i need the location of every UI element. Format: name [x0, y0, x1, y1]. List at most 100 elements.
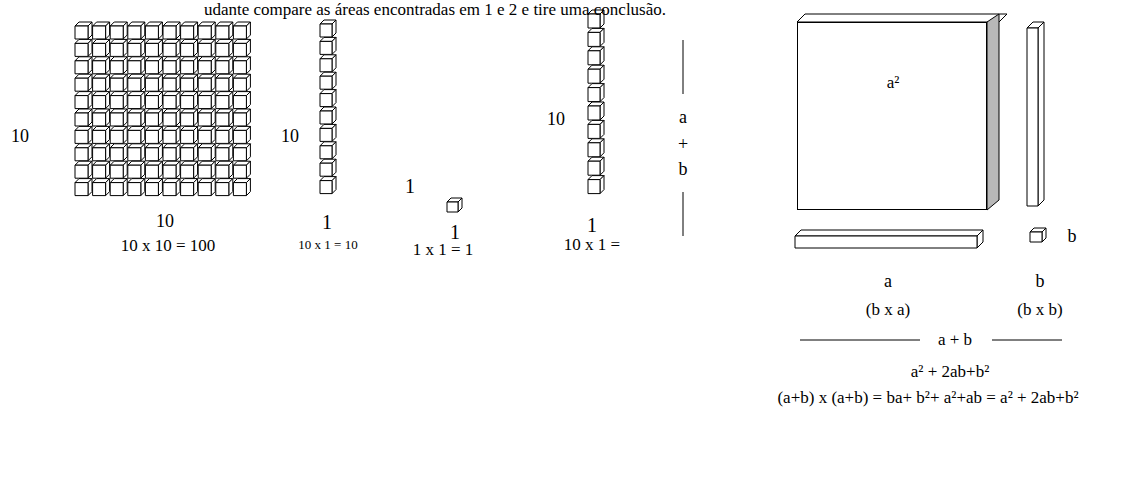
cube-side — [600, 47, 604, 65]
cube-side — [141, 179, 145, 196]
cube-front — [320, 59, 332, 72]
cube-side — [123, 126, 127, 143]
cube-side — [106, 57, 110, 74]
cube-front — [181, 130, 194, 143]
cube-side — [229, 74, 233, 91]
cube-front — [145, 43, 158, 56]
cube-front — [163, 43, 176, 56]
math-label: + — [678, 135, 688, 155]
cube-side — [211, 92, 215, 109]
cube-side — [123, 161, 127, 178]
cube-front — [233, 26, 246, 39]
cube-side — [158, 126, 162, 143]
cube-front — [198, 78, 211, 91]
cube-front — [181, 78, 194, 91]
cube-side — [176, 109, 180, 126]
cube-front — [233, 130, 246, 143]
cube-front — [233, 78, 246, 91]
cube-side — [211, 74, 215, 91]
cube-front — [145, 113, 158, 126]
cube-front — [163, 113, 176, 126]
cube-side — [88, 39, 92, 56]
cube-front — [128, 26, 141, 39]
span-line — [992, 340, 1062, 341]
cube-side — [123, 57, 127, 74]
cube-side — [106, 22, 110, 39]
cube-side — [176, 144, 180, 161]
cube-front — [110, 43, 123, 56]
cube-front — [216, 183, 229, 196]
cube-side — [211, 179, 215, 196]
cube-front — [795, 236, 977, 248]
cube-side — [332, 37, 336, 54]
cube-side — [332, 90, 336, 107]
math-label: 10 — [11, 127, 29, 147]
cube-side — [88, 126, 92, 143]
cube-front — [75, 78, 88, 91]
cube-side — [176, 161, 180, 178]
cube-front — [233, 96, 246, 109]
math-label: (b x b) — [1017, 301, 1062, 320]
cube-side — [106, 92, 110, 109]
span-line — [800, 340, 920, 341]
cube-side — [106, 144, 110, 161]
cube-front — [320, 111, 332, 124]
cube-side — [123, 22, 127, 39]
cube-front — [75, 148, 88, 161]
cube-side — [88, 179, 92, 196]
cube-front — [128, 43, 141, 56]
cube-front — [216, 61, 229, 74]
cube-side — [1038, 22, 1044, 206]
math-label: a — [679, 108, 687, 128]
cube-front — [93, 78, 106, 91]
cube-side — [229, 92, 233, 109]
cube-front — [181, 183, 194, 196]
math-label: 10 — [156, 212, 174, 232]
cube-side — [141, 22, 145, 39]
cube-front — [320, 76, 332, 89]
cube-side — [600, 139, 604, 157]
cube-front — [181, 96, 194, 109]
cube-side — [194, 161, 198, 178]
cube-front — [110, 113, 123, 126]
cube-side — [123, 74, 127, 91]
cube-side — [229, 179, 233, 196]
cube-front — [181, 148, 194, 161]
cube-side — [88, 57, 92, 74]
cube-side — [176, 126, 180, 143]
cube-side — [211, 22, 215, 39]
cube-front — [163, 78, 176, 91]
cube-front — [181, 113, 194, 126]
square-side-face — [987, 14, 999, 210]
cube-side — [229, 57, 233, 74]
cube-front — [110, 61, 123, 74]
math-label: a + b — [938, 331, 972, 350]
cube-side — [141, 74, 145, 91]
cube-front — [145, 130, 158, 143]
cube-side — [246, 92, 250, 109]
cube-front — [233, 61, 246, 74]
cube-side — [123, 179, 127, 196]
cube-side — [246, 39, 250, 56]
math-label: 1 x 1 = 1 — [413, 241, 474, 260]
cube-front — [320, 163, 332, 176]
cube-side — [176, 179, 180, 196]
cube-front — [588, 88, 600, 102]
cube-front — [128, 61, 141, 74]
cube-front — [128, 78, 141, 91]
cube-front — [181, 43, 194, 56]
cube-side — [194, 126, 198, 143]
cube-front — [588, 143, 600, 157]
cube-side — [194, 92, 198, 109]
cube-front — [233, 113, 246, 126]
cube-side — [194, 57, 198, 74]
cube-side — [332, 142, 336, 159]
cube-front — [198, 96, 211, 109]
cube-front — [145, 165, 158, 178]
math-label: 10 — [547, 110, 565, 130]
cube-side — [176, 22, 180, 39]
math-label: (a+b) x (a+b) = ba+ b²+ a²+ab = a² + 2ab… — [777, 389, 1078, 408]
cube-front — [163, 165, 176, 178]
cube-front — [128, 165, 141, 178]
cube-side — [600, 176, 604, 194]
